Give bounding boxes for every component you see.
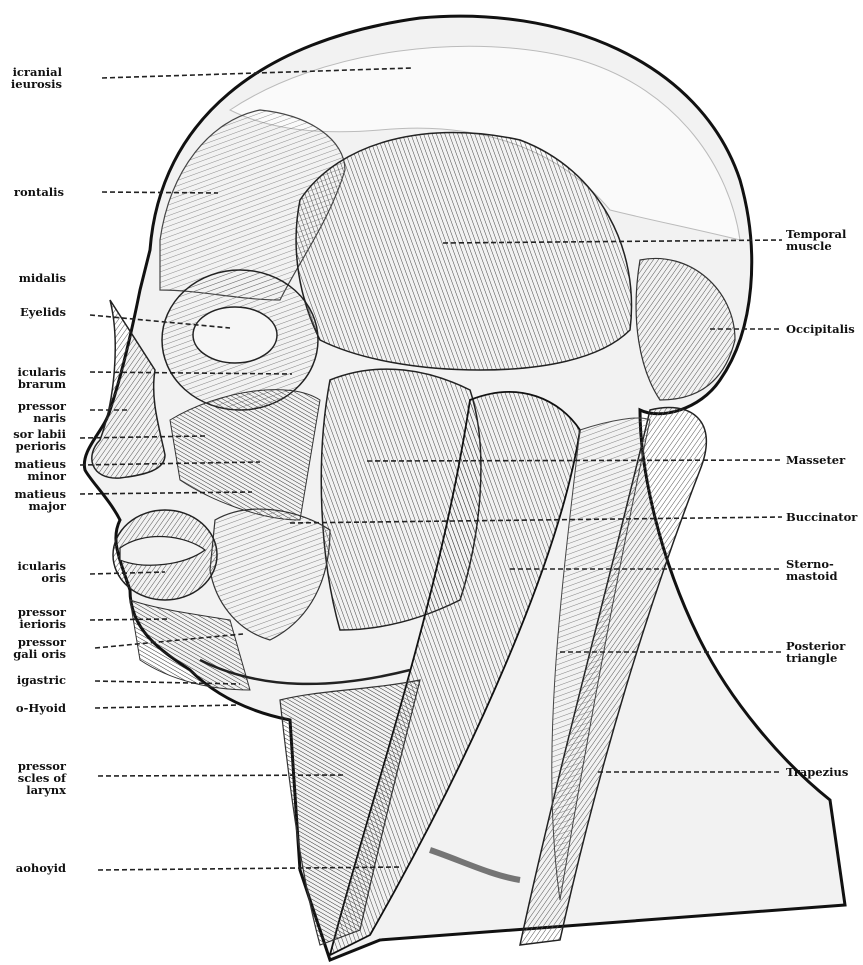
label-epicranial-aponeurosis: icranial ieurosis: [0, 66, 62, 90]
label-line: Occipitalis: [786, 323, 855, 335]
label-masseter: Masseter: [786, 454, 845, 466]
label-line: minor: [0, 470, 66, 482]
label-line: Buccinator: [786, 511, 857, 523]
label-line: brarum: [0, 378, 66, 390]
label-line: oris: [0, 572, 66, 584]
label-line: mastoid: [786, 570, 838, 582]
label-orbicularis-palpebrarum: icularis brarum: [0, 366, 66, 390]
label-zygomaticus-minor: matieus minor: [0, 458, 66, 482]
label-line: Masseter: [786, 454, 845, 466]
label-pyramidalis: midalis: [0, 272, 66, 284]
label-line: midalis: [0, 272, 66, 284]
label-eyelids: Eyelids: [0, 306, 66, 318]
leader-depressor-inferioris: [90, 619, 168, 620]
label-line: o-Hyoid: [0, 702, 66, 714]
label-buccinator: Buccinator: [786, 511, 857, 523]
label-depressor-muscles-of-larynx: pressor scles of larynx: [0, 760, 66, 796]
label-omohyoid: aohoyid: [0, 862, 66, 874]
label-sterno-mastoid: Sterno- mastoid: [786, 558, 838, 582]
leader-larynx: [98, 775, 345, 776]
label-occipitalis: Occipitalis: [786, 323, 855, 335]
label-depressor-anguli-oris: pressor gali oris: [0, 636, 66, 660]
label-line: naris: [0, 412, 66, 424]
label-line: Eyelids: [0, 306, 66, 318]
label-levator-labii-superioris: sor labii perioris: [0, 428, 66, 452]
leader-frontalis: [102, 192, 218, 193]
label-depressor-naris: pressor naris: [0, 400, 66, 424]
label-depressor-labii-inferioris: pressor ierioris: [0, 606, 66, 630]
label-temporal-muscle: Temporal muscle: [786, 228, 846, 252]
label-line: rontalis: [0, 186, 64, 198]
label-line: Trapezius: [786, 766, 848, 778]
label-line: ieurosis: [0, 78, 62, 90]
leader-mylo-hyoid: [95, 705, 238, 708]
label-line: muscle: [786, 240, 846, 252]
label-zygomaticus-major: matieus major: [0, 488, 66, 512]
label-digastric: igastric: [0, 674, 66, 686]
label-mylo-hyoid: o-Hyoid: [0, 702, 66, 714]
label-line: perioris: [0, 440, 66, 452]
label-line: ierioris: [0, 618, 66, 630]
eye: [193, 307, 277, 363]
label-line: major: [0, 500, 66, 512]
label-line: larynx: [0, 784, 66, 796]
label-line: igastric: [0, 674, 66, 686]
label-posterior-triangle: Posterior triangle: [786, 640, 845, 664]
label-frontalis: rontalis: [0, 186, 64, 198]
label-line: aohoyid: [0, 862, 66, 874]
label-line: gali oris: [0, 648, 66, 660]
label-orbicularis-oris: icularis oris: [0, 560, 66, 584]
label-trapezius: Trapezius: [786, 766, 848, 778]
label-line: triangle: [786, 652, 845, 664]
